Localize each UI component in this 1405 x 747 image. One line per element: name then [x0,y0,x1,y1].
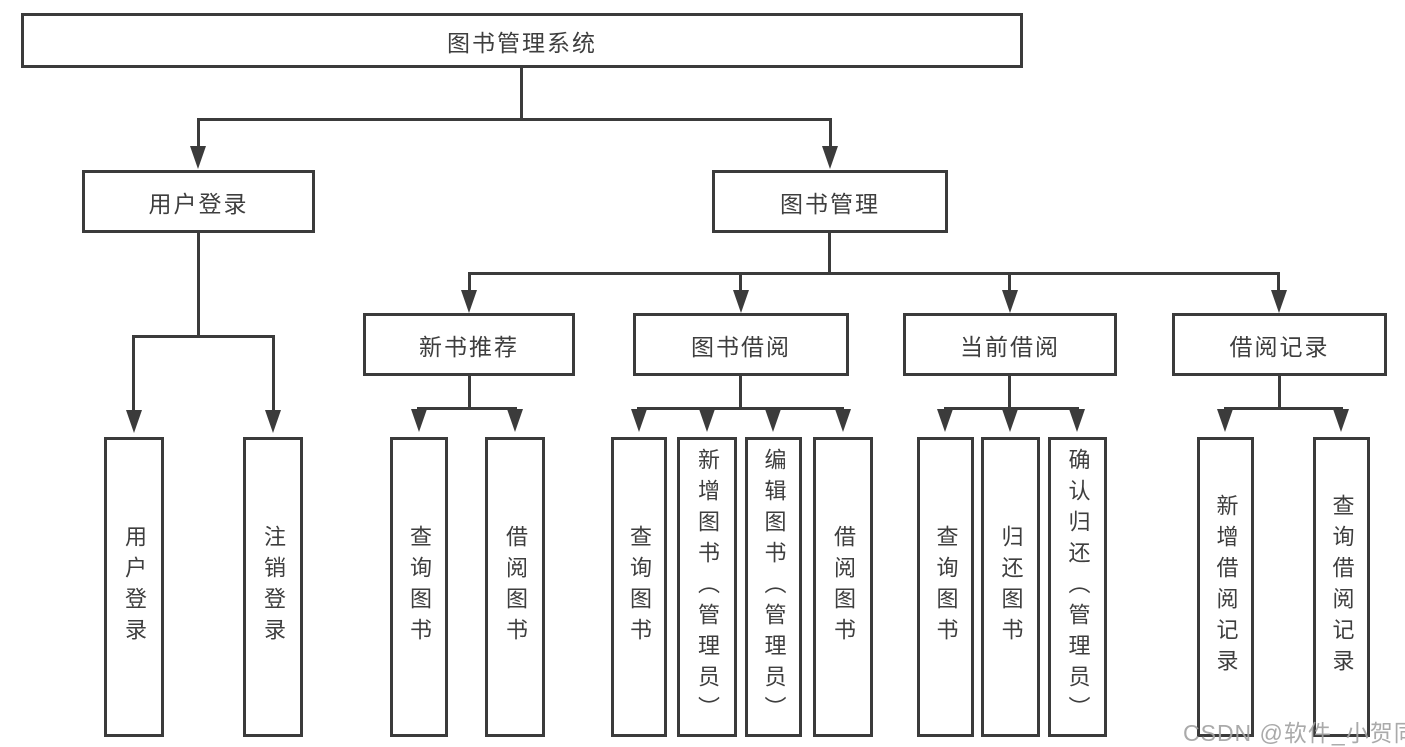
node-label: 图书管理系统 [447,29,597,56]
connector-line [1278,376,1281,407]
leaf-edit-book-admin: 编辑图书（管理员） [745,437,802,737]
arrow-down-icon [835,409,851,432]
leaf-borrow-books: 借阅图书 [813,437,873,737]
connector-line [197,118,832,121]
node-label: 图书借阅 [691,333,791,360]
leaf-label: 借阅图书 [831,525,856,649]
arrow-down-icon [1002,409,1018,432]
leaf-label: 新增图书（管理员） [695,447,720,727]
leaf-query-books-borrow: 查询图书 [611,437,667,737]
leaf-label: 查询图书 [933,525,959,649]
arrow-down-icon [631,409,647,432]
connector-line [1277,272,1280,292]
connector-line [132,335,275,338]
node-label: 用户登录 [148,190,249,217]
leaf-label: 注销登录 [261,525,286,649]
arrow-down-icon [1002,290,1018,313]
node-label: 当前借阅 [960,333,1060,360]
arrow-down-icon [461,290,477,313]
leaf-label: 借阅图书 [503,525,528,649]
leaf-borrow-books-recommend: 借阅图书 [485,437,545,737]
leaf-label: 用户登录 [122,525,147,649]
leaf-label: 编辑图书（管理员） [761,447,787,727]
node-label: 借阅记录 [1229,333,1330,360]
connector-line [829,118,832,148]
connector-line [197,233,200,335]
arrow-down-icon [733,290,749,313]
connector-line [739,272,742,292]
connector-line [1008,376,1011,407]
leaf-label: 查询图书 [627,525,652,649]
connector-line [417,407,517,410]
node-book-borrow: 图书借阅 [633,313,849,376]
connector-line [1008,272,1011,292]
connector-line [197,118,200,148]
node-new-book-recommend: 新书推荐 [363,313,575,376]
arrow-down-icon [265,410,281,433]
node-label: 图书管理 [780,190,880,217]
connector-line [132,335,135,411]
leaf-label: 查询借阅记录 [1329,494,1355,680]
connector-line [468,376,471,407]
arrow-down-icon [1217,409,1233,432]
arrow-down-icon [937,409,953,432]
arrow-down-icon [190,146,206,169]
leaf-user-login: 用户登录 [104,437,164,737]
leaf-add-book-admin: 新增图书（管理员） [677,437,737,737]
connector-line [944,407,1079,410]
arrow-down-icon [699,409,715,432]
connector-line [739,376,742,407]
leaf-label: 新增借阅记录 [1213,494,1239,680]
connector-line [1224,407,1343,410]
node-current-borrow: 当前借阅 [903,313,1117,376]
leaf-label: 确认归还（管理员） [1065,447,1091,727]
leaf-label: 归还图书 [998,525,1024,649]
leaf-query-borrow-record: 查询借阅记录 [1313,437,1370,737]
connector-line [828,233,831,272]
leaf-query-books-recommend: 查询图书 [390,437,448,737]
connector-line [468,272,471,292]
leaf-confirm-return-admin: 确认归还（管理员） [1048,437,1107,737]
arrow-down-icon [411,409,427,432]
arrow-down-icon [765,409,781,432]
node-borrow-records: 借阅记录 [1172,313,1387,376]
connector-line [520,68,523,120]
node-user-login: 用户登录 [82,170,315,233]
arrow-down-icon [1271,290,1287,313]
arrow-down-icon [126,410,142,433]
leaf-label: 查询图书 [407,525,432,649]
leaf-return-book: 归还图书 [981,437,1040,737]
node-library-system: 图书管理系统 [21,13,1023,68]
arrow-down-icon [822,146,838,169]
connector-line [272,335,275,411]
csdn-watermark: CSDN @软件_小贺同学 [1183,720,1405,746]
node-label: 新书推荐 [419,333,519,360]
leaf-add-borrow-record: 新增借阅记录 [1197,437,1254,737]
connector-line [637,407,844,410]
connector-line [468,272,1280,275]
node-book-management: 图书管理 [712,170,948,233]
leaf-query-books-current: 查询图书 [917,437,974,737]
arrow-down-icon [507,409,523,432]
leaf-logout: 注销登录 [243,437,303,737]
arrow-down-icon [1069,409,1085,432]
arrow-down-icon [1333,409,1349,432]
